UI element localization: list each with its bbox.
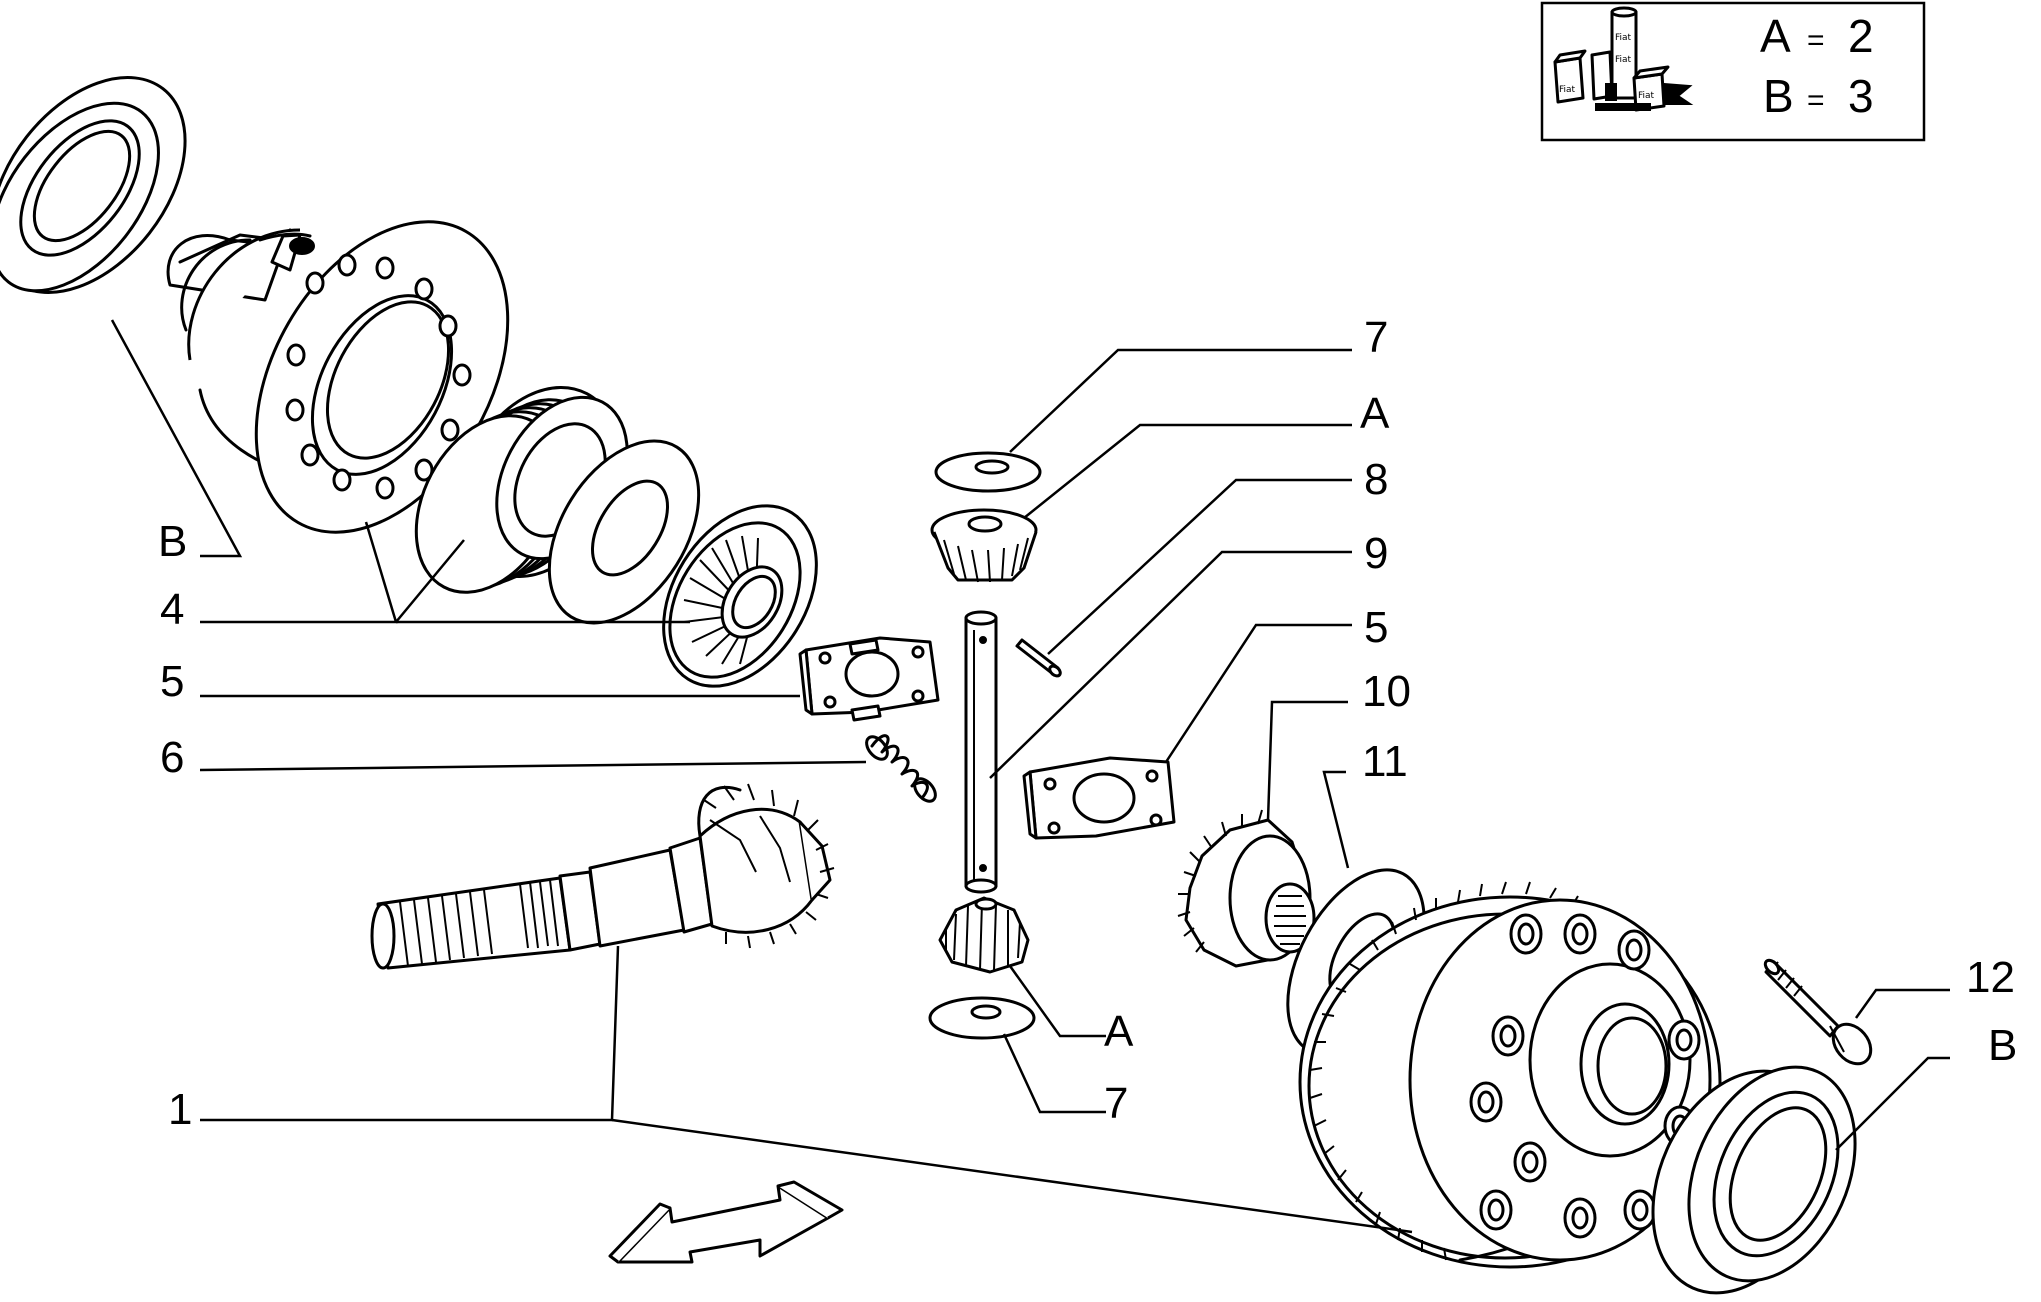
pressure-plate-left bbox=[798, 636, 940, 722]
thrust-washer-left bbox=[547, 439, 701, 625]
callout-5-left: 5 bbox=[160, 657, 184, 706]
washer-top bbox=[934, 451, 1042, 493]
callout-b-left: B bbox=[158, 517, 187, 566]
ring-gear bbox=[1298, 881, 1722, 1269]
icon-text: Fiat bbox=[1638, 91, 1655, 101]
callout-11: 11 bbox=[1362, 737, 1408, 786]
legend-b-value: 3 bbox=[1848, 70, 1874, 122]
bolt-holes bbox=[285, 253, 472, 500]
quantity-legend: Fiat Fiat Fiat Fiat A = 2 B = 3 bbox=[1540, 1, 1926, 142]
callout-10: 10 bbox=[1362, 667, 1411, 716]
bearing-left bbox=[0, 76, 187, 294]
roll-pin bbox=[1015, 638, 1062, 678]
callout-5-right: 5 bbox=[1364, 603, 1388, 652]
side-gear-right bbox=[1177, 809, 1316, 968]
ring-bolt-holes bbox=[1469, 913, 1701, 1239]
callout-8: 8 bbox=[1364, 455, 1388, 504]
callout-7-bottom: 7 bbox=[1104, 1079, 1128, 1128]
leader-lines bbox=[110, 319, 1950, 1234]
direction-arrow bbox=[608, 1180, 844, 1264]
legend-b-eq: = bbox=[1807, 84, 1825, 117]
icon-text: Fiat bbox=[1615, 55, 1632, 65]
callout-b-right: B bbox=[1988, 1021, 2017, 1070]
callout-labels: 7 A 8 9 5 10 11 12 B B 4 5 6 1 A 7 bbox=[158, 313, 2017, 1134]
legend-a-eq: = bbox=[1807, 24, 1825, 57]
callout-a-bottom: A bbox=[1104, 1007, 1134, 1056]
callout-9: 9 bbox=[1364, 529, 1388, 578]
coil-spring bbox=[865, 734, 937, 803]
callout-4: 4 bbox=[160, 585, 184, 634]
icon-text: Fiat bbox=[1615, 33, 1632, 43]
cross-shaft bbox=[964, 610, 998, 894]
pinion-gear-bottom bbox=[938, 896, 1030, 974]
callout-a-top: A bbox=[1360, 389, 1390, 438]
callout-1: 1 bbox=[168, 1085, 192, 1134]
legend-a-value: 2 bbox=[1848, 10, 1874, 62]
legend-b-letter: B bbox=[1763, 70, 1794, 122]
legend-a-letter: A bbox=[1760, 10, 1791, 62]
callout-12: 12 bbox=[1966, 953, 2015, 1002]
callout-6: 6 bbox=[160, 733, 184, 782]
washer-bottom bbox=[928, 996, 1036, 1040]
pressure-plate-right bbox=[1022, 756, 1176, 840]
pinion-shaft bbox=[370, 783, 835, 970]
parts-kit-icon: Fiat Fiat Fiat Fiat bbox=[1553, 6, 1694, 112]
icon-text: Fiat bbox=[1559, 85, 1576, 95]
pinion-gear-top bbox=[930, 508, 1038, 583]
bearing-right bbox=[1651, 1065, 1857, 1295]
ring-gear-bolt bbox=[1763, 958, 1873, 1066]
callout-7-top: 7 bbox=[1364, 313, 1388, 362]
side-gear-left bbox=[662, 504, 818, 688]
